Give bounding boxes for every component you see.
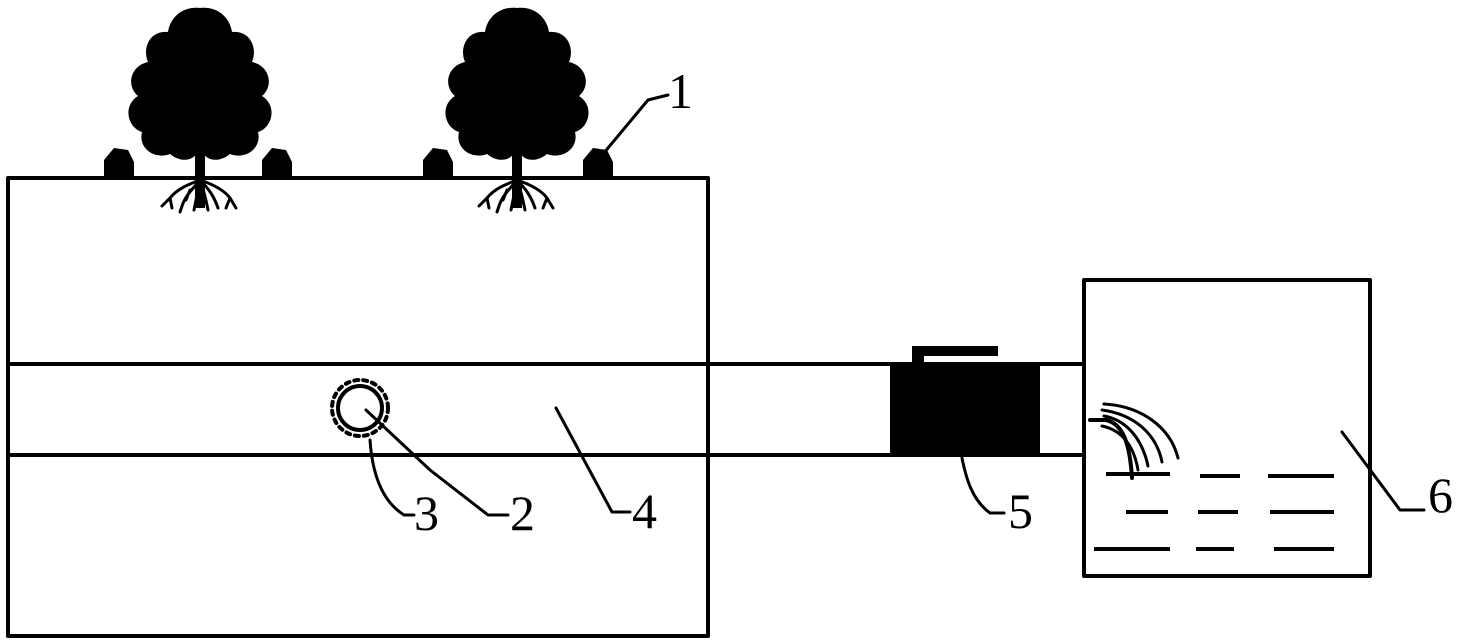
label-6: 6 [1428,467,1453,523]
pipe-cross-section-icon [330,378,390,438]
shrub-icon [104,148,134,176]
shrub-icon [423,148,453,176]
leader-lines [364,93,1426,517]
water-tank-icon [1082,278,1372,578]
label-2: 2 [510,485,535,541]
shrub-icon [583,148,613,176]
label-1: 1 [668,63,693,119]
label-3: 3 [414,485,439,541]
label-5: 5 [1008,483,1033,539]
soil-block [6,176,710,638]
valve-icon [890,346,1040,456]
label-4: 4 [632,483,657,539]
water-lines [1094,472,1334,551]
spray-icon [1088,402,1180,480]
shrub-icon [262,148,292,176]
